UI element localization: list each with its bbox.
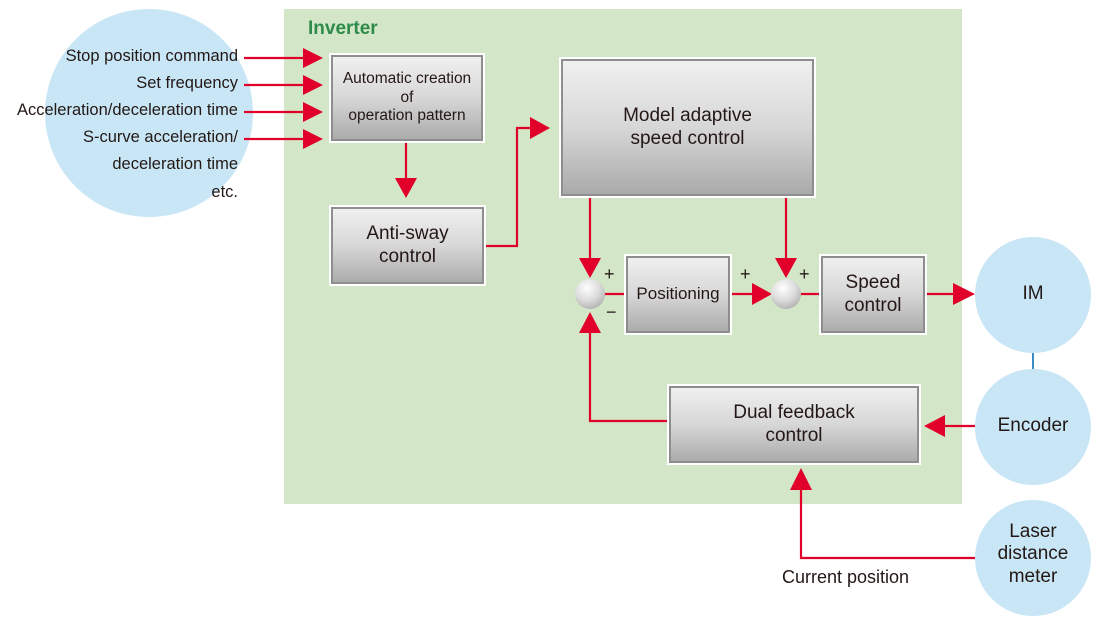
summing-junction-position (575, 279, 605, 309)
anti-sway-control-block: Anti-sway control (329, 205, 486, 286)
laser-label-line: Laser (1009, 521, 1057, 542)
input-set-frequency: Set frequency (136, 74, 238, 92)
automatic-operation-pattern-block: Automatic creation of operation pattern (329, 53, 485, 143)
block-line: Speed (845, 271, 901, 293)
model-adaptive-speed-control-block: Model adaptive speed control (559, 57, 816, 198)
motor-label: IM (1022, 283, 1044, 304)
laser-label-line: distance (997, 543, 1069, 565)
block-line: speed control (630, 127, 745, 149)
current-position-label: Current position (782, 567, 910, 587)
block-line: operation pattern (348, 107, 466, 125)
j1-plus-sign: + (604, 264, 615, 284)
block-line: control (765, 424, 823, 446)
input-stop-position-command: Stop position command (65, 47, 238, 65)
dual-feedback-control-block: Dual feedback control (667, 384, 921, 465)
laser-label-line: meter (1008, 565, 1058, 587)
motor-circle (975, 237, 1091, 353)
input-acceleration-deceleration-time: Acceleration/deceleration time (16, 101, 238, 119)
block-line: Automatic creation (342, 70, 472, 88)
summing-junction-speed (771, 279, 801, 309)
block-line: control (844, 294, 902, 316)
block-line: Dual feedback (733, 401, 855, 423)
laser-distance-meter-label: Laser distance meter (975, 521, 1091, 588)
speed-control-block: Speed control (819, 254, 927, 335)
block-line: Anti-sway (366, 222, 449, 244)
block-line: of (400, 88, 414, 106)
input-s-curve-line2: deceleration time (112, 155, 238, 173)
block-line: control (378, 245, 436, 267)
command-inputs-circle (45, 9, 253, 217)
inverter-title: Inverter (308, 18, 378, 39)
input-s-curve-line1: S-curve acceleration/ (83, 128, 238, 146)
j2-top-plus-sign: + (799, 264, 810, 284)
j1-minus-sign: − (606, 302, 617, 322)
encoder-circle (975, 369, 1091, 485)
laser-distance-meter-circle (975, 500, 1091, 616)
j2-left-plus-sign: + (740, 264, 751, 284)
block-line: Model adaptive (623, 104, 752, 126)
input-etc: etc. (211, 183, 238, 201)
positioning-block: Positioning (624, 254, 732, 335)
block-line: Positioning (636, 284, 720, 304)
encoder-label: Encoder (997, 415, 1069, 436)
